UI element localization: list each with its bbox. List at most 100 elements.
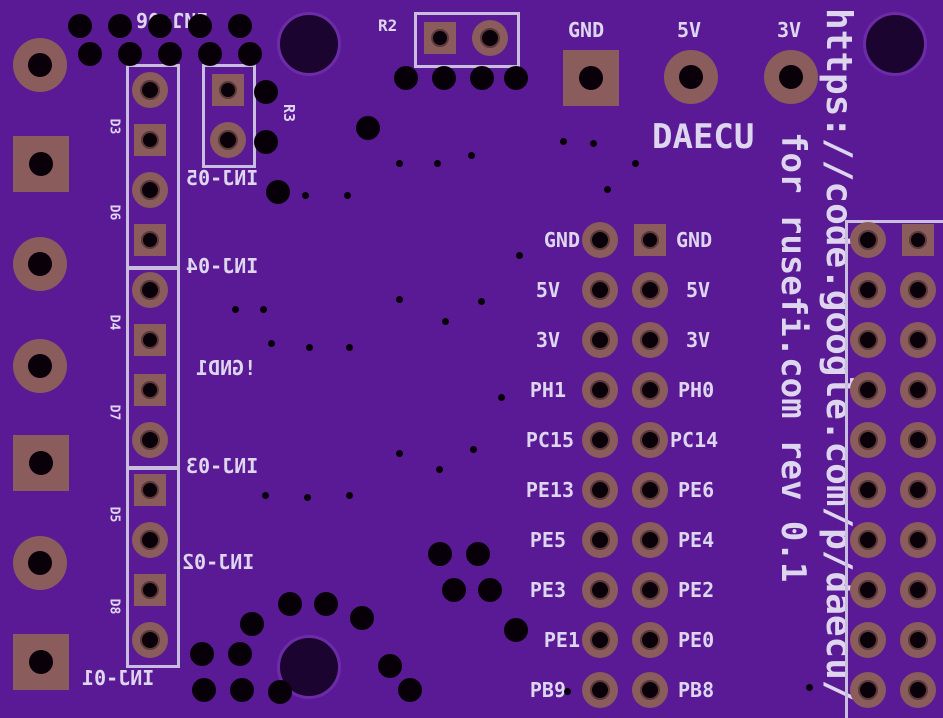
r2-pad bbox=[472, 20, 508, 56]
board-subtitle: for rusefi.com rev 0.1 bbox=[773, 132, 813, 583]
via bbox=[198, 42, 222, 66]
header-left-label: PE3 bbox=[529, 578, 566, 602]
via-small bbox=[306, 344, 313, 351]
via bbox=[68, 14, 92, 38]
header-pin bbox=[582, 322, 618, 358]
via-small bbox=[396, 160, 403, 167]
via bbox=[466, 542, 490, 566]
via-small bbox=[470, 446, 477, 453]
via bbox=[398, 678, 422, 702]
diode-group-outline bbox=[126, 466, 180, 668]
diode-label-d5: D5 bbox=[106, 506, 122, 523]
connector-pad-square bbox=[13, 634, 69, 690]
connector-pad bbox=[13, 38, 67, 92]
via-small bbox=[346, 344, 353, 351]
inj-05-label: INJ-05 bbox=[186, 166, 259, 190]
inj-03-label: INJ-03 bbox=[186, 454, 259, 478]
via-small bbox=[396, 450, 403, 457]
connector-pad bbox=[13, 536, 67, 590]
via bbox=[230, 678, 254, 702]
mounting-hole-top-left bbox=[277, 12, 341, 76]
header-pin bbox=[582, 522, 618, 558]
diode-pad bbox=[132, 172, 168, 208]
via bbox=[442, 578, 466, 602]
diode-label-d6: D6 bbox=[106, 204, 122, 221]
header-right-label: PE4 bbox=[678, 528, 715, 552]
header-left-label: PE13 bbox=[525, 478, 574, 502]
header-left-label: 3V bbox=[535, 328, 560, 352]
header-left-label: PH1 bbox=[529, 378, 566, 402]
via bbox=[254, 130, 278, 154]
via-small bbox=[498, 394, 505, 401]
diode-pad bbox=[132, 72, 168, 108]
header-pin bbox=[632, 272, 668, 308]
header-pin bbox=[582, 622, 618, 658]
via-small bbox=[302, 192, 309, 199]
header-right-label: PE2 bbox=[678, 578, 715, 602]
mounting-hole-bottom bbox=[277, 635, 341, 699]
header-left-label: PE1 bbox=[543, 628, 580, 652]
header-pin bbox=[582, 422, 618, 458]
connector-pad-square bbox=[13, 435, 69, 491]
inj-01-label: INJ-01 bbox=[82, 666, 155, 690]
header-pin bbox=[582, 572, 618, 608]
diode-pad bbox=[132, 522, 168, 558]
via bbox=[278, 592, 302, 616]
via bbox=[238, 42, 262, 66]
via bbox=[118, 42, 142, 66]
via bbox=[504, 66, 528, 90]
diode-pad-square bbox=[134, 124, 166, 156]
via bbox=[394, 66, 418, 90]
header-left-label: 5V bbox=[535, 278, 560, 302]
header-right-label: 5V bbox=[686, 278, 711, 302]
header-right-label: 3V bbox=[686, 328, 711, 352]
via-small bbox=[478, 298, 485, 305]
r2-pad-square bbox=[424, 22, 456, 54]
diode-pad bbox=[132, 272, 168, 308]
header-pin bbox=[632, 672, 668, 708]
header-right-label: GND bbox=[676, 228, 713, 252]
diode-pad-square bbox=[134, 224, 166, 256]
header-left-label: PE5 bbox=[529, 528, 566, 552]
via-small bbox=[604, 186, 611, 193]
header-pin bbox=[632, 422, 668, 458]
power-label-3v: 3V bbox=[777, 18, 802, 42]
via bbox=[228, 642, 252, 666]
via bbox=[254, 80, 278, 104]
via-small bbox=[436, 466, 443, 473]
right-header-outline bbox=[845, 220, 943, 718]
power-pad-5v bbox=[664, 50, 718, 104]
header-pin bbox=[582, 672, 618, 708]
header-pin bbox=[632, 622, 668, 658]
header-pin bbox=[632, 522, 668, 558]
connector-pad bbox=[13, 339, 67, 393]
header-left-label: PB9 bbox=[529, 678, 566, 702]
via bbox=[432, 66, 456, 90]
header-pin bbox=[582, 472, 618, 508]
power-label-5v: 5V bbox=[677, 18, 702, 42]
board-name: DAECU bbox=[652, 117, 755, 157]
header-pin bbox=[632, 372, 668, 408]
power-pad-gnd bbox=[563, 50, 619, 106]
header-left-label: PC15 bbox=[525, 428, 574, 452]
via-small bbox=[268, 340, 275, 347]
diode-pad-square bbox=[134, 324, 166, 356]
connector-pad-square bbox=[13, 136, 69, 192]
inj-04-label: INJ-04 bbox=[186, 254, 259, 278]
via-small bbox=[434, 160, 441, 167]
gnd1-label: !GND1 bbox=[196, 356, 257, 380]
via bbox=[192, 678, 216, 702]
via-small bbox=[590, 140, 597, 147]
via bbox=[228, 14, 252, 38]
header-pin-square bbox=[634, 224, 666, 256]
via-small bbox=[560, 138, 567, 145]
diode-label-d8: D8 bbox=[106, 598, 122, 615]
diode-pad-square bbox=[134, 374, 166, 406]
r2-label: R2 bbox=[378, 16, 398, 35]
via bbox=[314, 592, 338, 616]
header-pin bbox=[582, 372, 618, 408]
via bbox=[190, 642, 214, 666]
via bbox=[108, 14, 132, 38]
diode-pad-square bbox=[134, 574, 166, 606]
header-right-label: PC14 bbox=[670, 428, 719, 452]
